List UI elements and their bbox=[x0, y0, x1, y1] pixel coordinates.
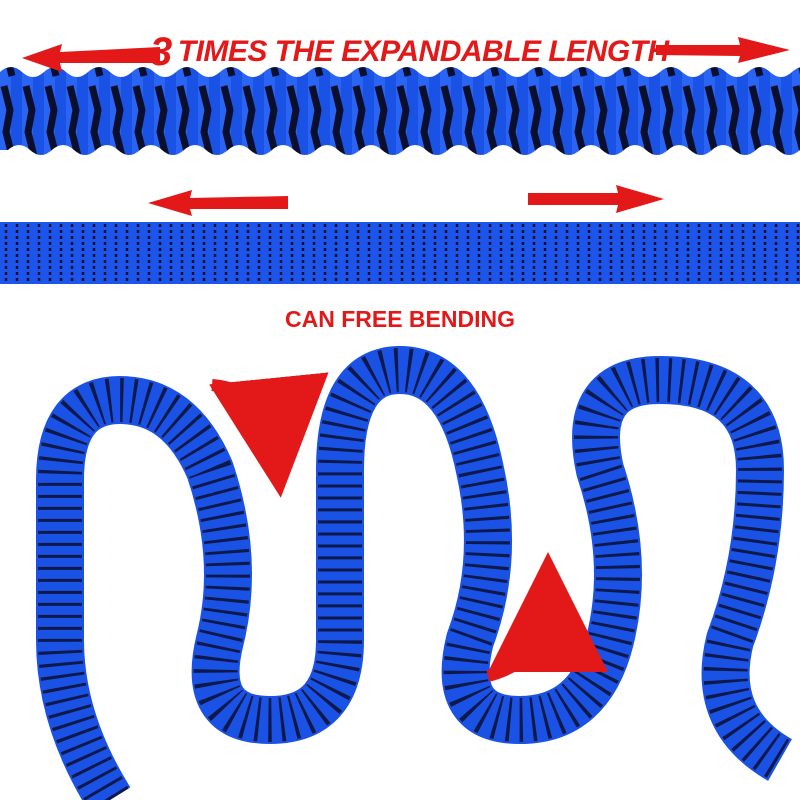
arrow-left-icon bbox=[22, 44, 160, 72]
arrow-left-icon bbox=[148, 190, 288, 216]
arrow-right-icon bbox=[528, 185, 664, 213]
subheadline: CAN FREE BENDING bbox=[284, 306, 515, 332]
bending-hose bbox=[35, 345, 793, 800]
expanded-hose bbox=[0, 222, 800, 284]
headline-text: TIMES THE EXPANDABLE LENGTH bbox=[177, 35, 669, 68]
curved-arrow-up-icon bbox=[486, 552, 608, 682]
bending-hose-stripes bbox=[37, 347, 792, 800]
headline-number: 3 bbox=[150, 30, 172, 74]
compressed-hose bbox=[0, 67, 800, 155]
curved-arrow-down-icon bbox=[209, 372, 329, 498]
arrow-right-icon bbox=[656, 37, 790, 63]
